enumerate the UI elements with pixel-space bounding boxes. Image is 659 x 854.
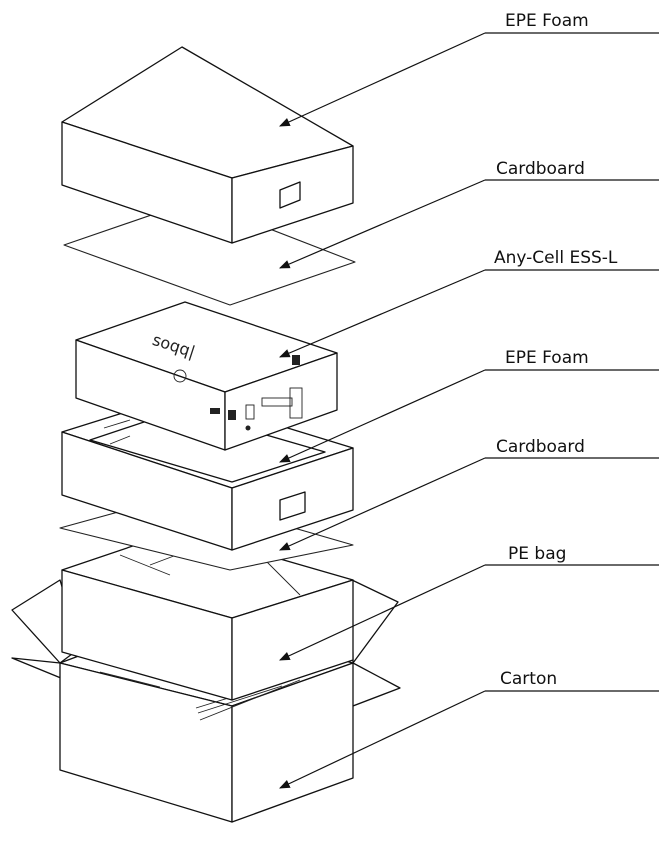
label-text-pe-bag: PE bag (508, 544, 566, 564)
pe-bag (61, 529, 354, 701)
label-cardboard-bottom: Cardboard (279, 437, 659, 551)
label-text-cardboard-top: Cardboard (496, 159, 585, 179)
label-device: Any-Cell ESS-L (279, 248, 659, 358)
label-text-epe-foam-top: EPE Foam (505, 11, 589, 31)
any-cell-device: soqq| (75, 301, 338, 451)
label-epe-foam-bottom: EPE Foam (279, 348, 659, 463)
label-text-cardboard-bottom: Cardboard (496, 437, 585, 457)
label-text-carton: Carton (500, 669, 557, 689)
label-cardboard-top: Cardboard (279, 159, 659, 269)
label-epe-foam-top: EPE Foam (279, 11, 659, 127)
epe-foam-top-lid (61, 46, 354, 244)
label-text-device: Any-Cell ESS-L (494, 248, 618, 268)
label-text-epe-foam-bottom: EPE Foam (505, 348, 589, 368)
label-pe-bag: PE bag (279, 544, 659, 661)
label-carton: Carton (279, 669, 659, 789)
